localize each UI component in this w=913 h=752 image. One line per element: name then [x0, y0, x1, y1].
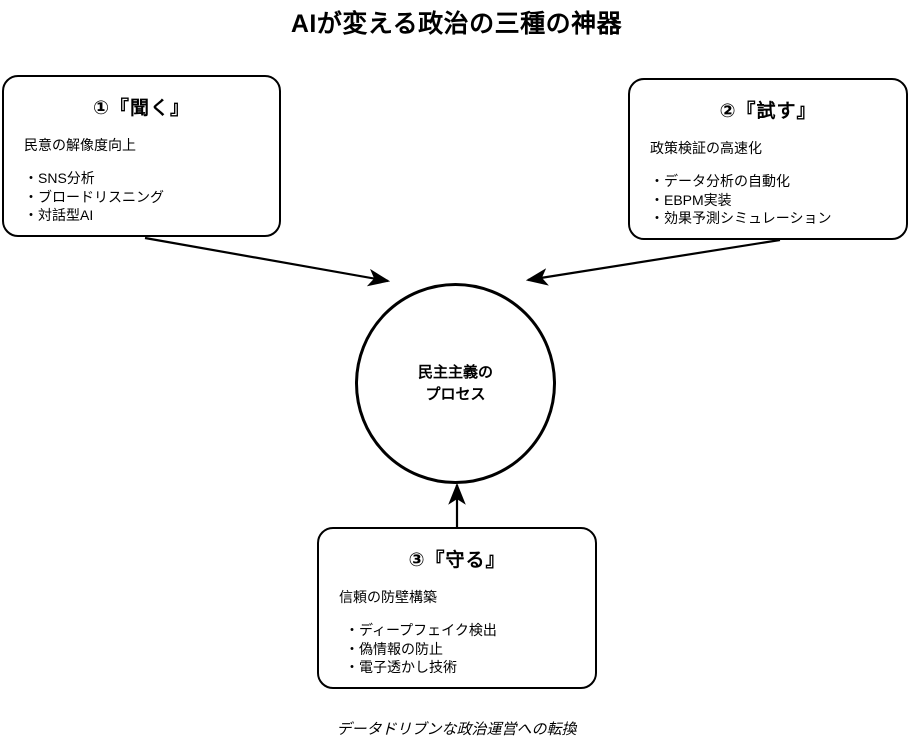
pillar-subtitle-kiku: 民意の解像度向上 — [24, 137, 136, 153]
list-item: ・電子透かし技術 — [345, 659, 457, 675]
list-item: ・偽情報の防止 — [345, 640, 443, 657]
center-node-label: 民主主義の プロセス — [417, 363, 493, 403]
pillar-box-tamesu[interactable]: ②『試す』 政策検証の高速化 ・データ分析の自動化 ・EBPM実装 ・効果予測シ… — [628, 78, 908, 240]
pillar-items-mamoru: ・ディープフェイク検出 ・偽情報の防止 ・電子透かし技術 — [345, 621, 497, 677]
list-item: ・効果予測シミュレーション — [650, 210, 832, 226]
pillar-box-kiku[interactable]: ①『聞く』 民意の解像度向上 ・SNS分析 ・ブロードリスニング ・対話型AI — [2, 75, 281, 237]
center-node-democracy-process[interactable]: 民主主義の プロセス — [355, 283, 556, 484]
pillar-header-kiku: ①『聞く』 — [92, 98, 191, 119]
list-item: ・ブロードリスニング — [24, 188, 164, 205]
arrow-tamesu-to-center — [525, 238, 781, 286]
pillar-items-tamesu: ・データ分析の自動化 ・EBPM実装 ・効果予測シミュレーション — [650, 172, 831, 228]
arrow-kiku-to-center — [144, 236, 391, 287]
pillar-header-tamesu: ②『試す』 — [719, 101, 817, 122]
list-item: ・EBPM実装 — [650, 191, 732, 208]
pillar-header-mamoru: ③『守る』 — [408, 550, 506, 571]
pillar-items-kiku: ・SNS分析 ・ブロードリスニング ・対話型AI — [24, 169, 164, 225]
list-item: ・対話型AI — [24, 207, 94, 223]
list-item: ・ディープフェイク検出 — [345, 622, 497, 638]
footer-caption: データドリブンな政治運営への転換 — [336, 721, 577, 738]
pillar-subtitle-mamoru: 信頼の防壁構築 — [339, 589, 437, 605]
page-title: AIが変える政治の三種の神器 — [290, 10, 623, 38]
pillar-subtitle-tamesu: 政策検証の高速化 — [650, 140, 762, 156]
list-item: ・SNS分析 — [24, 170, 95, 186]
pillar-box-mamoru[interactable]: ③『守る』 信頼の防壁構築 ・ディープフェイク検出 ・偽情報の防止 ・電子透かし… — [317, 527, 597, 689]
list-item: ・データ分析の自動化 — [650, 173, 790, 189]
